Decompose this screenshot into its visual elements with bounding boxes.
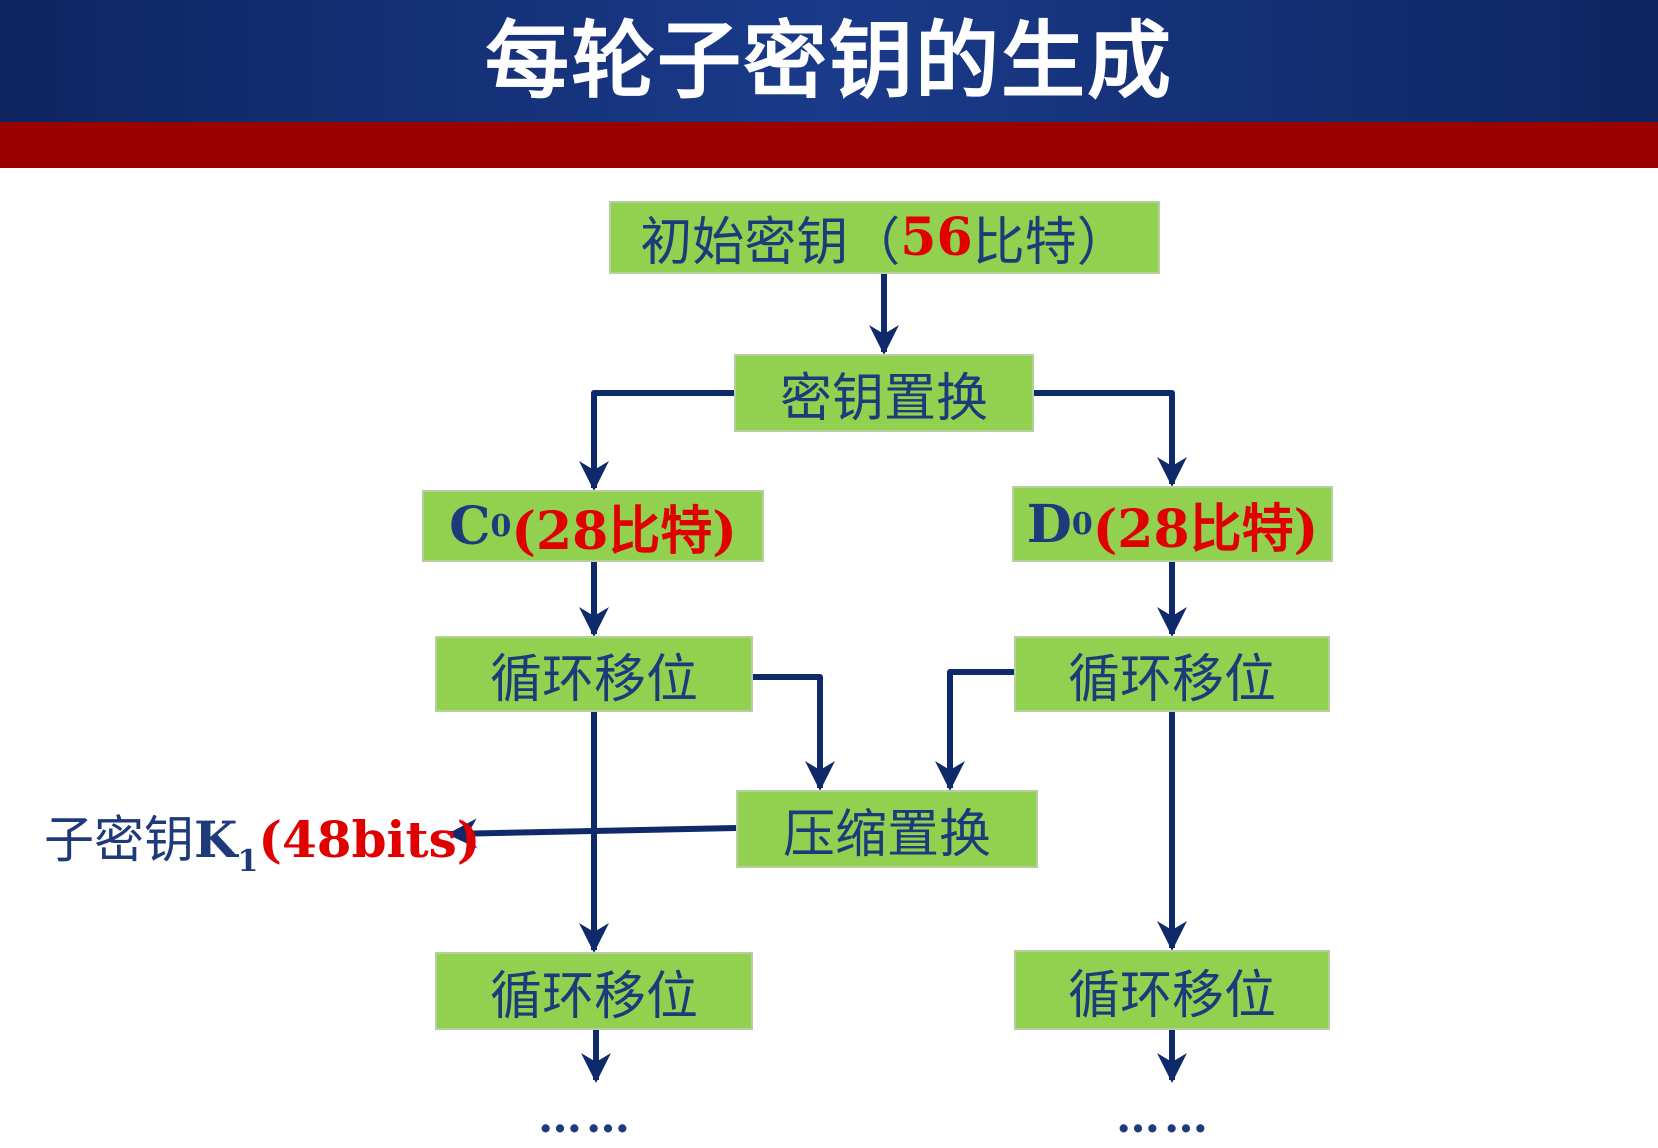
shift-right-2-box: 循环移位 bbox=[1014, 950, 1330, 1030]
subkey-bits: (48bits) bbox=[258, 810, 481, 869]
d0-detail: (28比特) bbox=[1092, 498, 1319, 560]
page-title: 每轮子密钥的生成 bbox=[484, 12, 1173, 110]
subkey-letter: K bbox=[194, 810, 238, 869]
shift-left-2-box: 循环移位 bbox=[435, 952, 753, 1030]
c0-detail: (28比特) bbox=[511, 500, 737, 562]
initial-key-close: ） bbox=[1076, 213, 1129, 273]
d0-letter: D bbox=[1026, 493, 1072, 555]
title-bar bbox=[0, 0, 1658, 122]
shift-right-1-label: 循环移位 bbox=[1067, 649, 1276, 710]
shift-left-1-box: 循环移位 bbox=[435, 636, 753, 712]
initial-key-bits: 56 bbox=[900, 207, 973, 268]
initial-key-unit: 比特 bbox=[972, 213, 1077, 273]
key-permutation-label: 密钥置换 bbox=[779, 368, 988, 429]
compression-permutation-label: 压缩置换 bbox=[782, 804, 991, 865]
subkey-text: 子密钥 bbox=[44, 811, 194, 869]
continuation-right: …… bbox=[1116, 1092, 1212, 1143]
d0-subscript: 0 bbox=[1071, 506, 1093, 542]
arrow-shift-right-to-compression bbox=[935, 669, 1016, 791]
key-permutation-box: 密钥置换 bbox=[734, 354, 1034, 432]
compression-permutation-box: 压缩置换 bbox=[736, 790, 1038, 868]
shift-left-1-label: 循环移位 bbox=[489, 649, 698, 710]
shift-right-1-box: 循环移位 bbox=[1014, 636, 1330, 712]
subkey-output-label: 子密钥K1(48bits) bbox=[44, 800, 480, 879]
arrow-permutation-to-d0 bbox=[1034, 390, 1187, 487]
shift-left-2-label: 循环移位 bbox=[489, 966, 698, 1027]
arrow-shift-left-to-compression bbox=[752, 674, 835, 791]
title-stripe bbox=[0, 122, 1658, 168]
initial-key-label: 初始密钥（ bbox=[640, 213, 901, 273]
arrow-permutation-to-c0 bbox=[579, 390, 735, 491]
shift-right-2-label: 循环移位 bbox=[1067, 965, 1276, 1026]
subkey-subscript: 1 bbox=[237, 844, 259, 879]
continuation-left: …… bbox=[538, 1092, 634, 1143]
c0-subscript: 0 bbox=[490, 508, 512, 544]
c0-letter: C bbox=[449, 495, 491, 557]
